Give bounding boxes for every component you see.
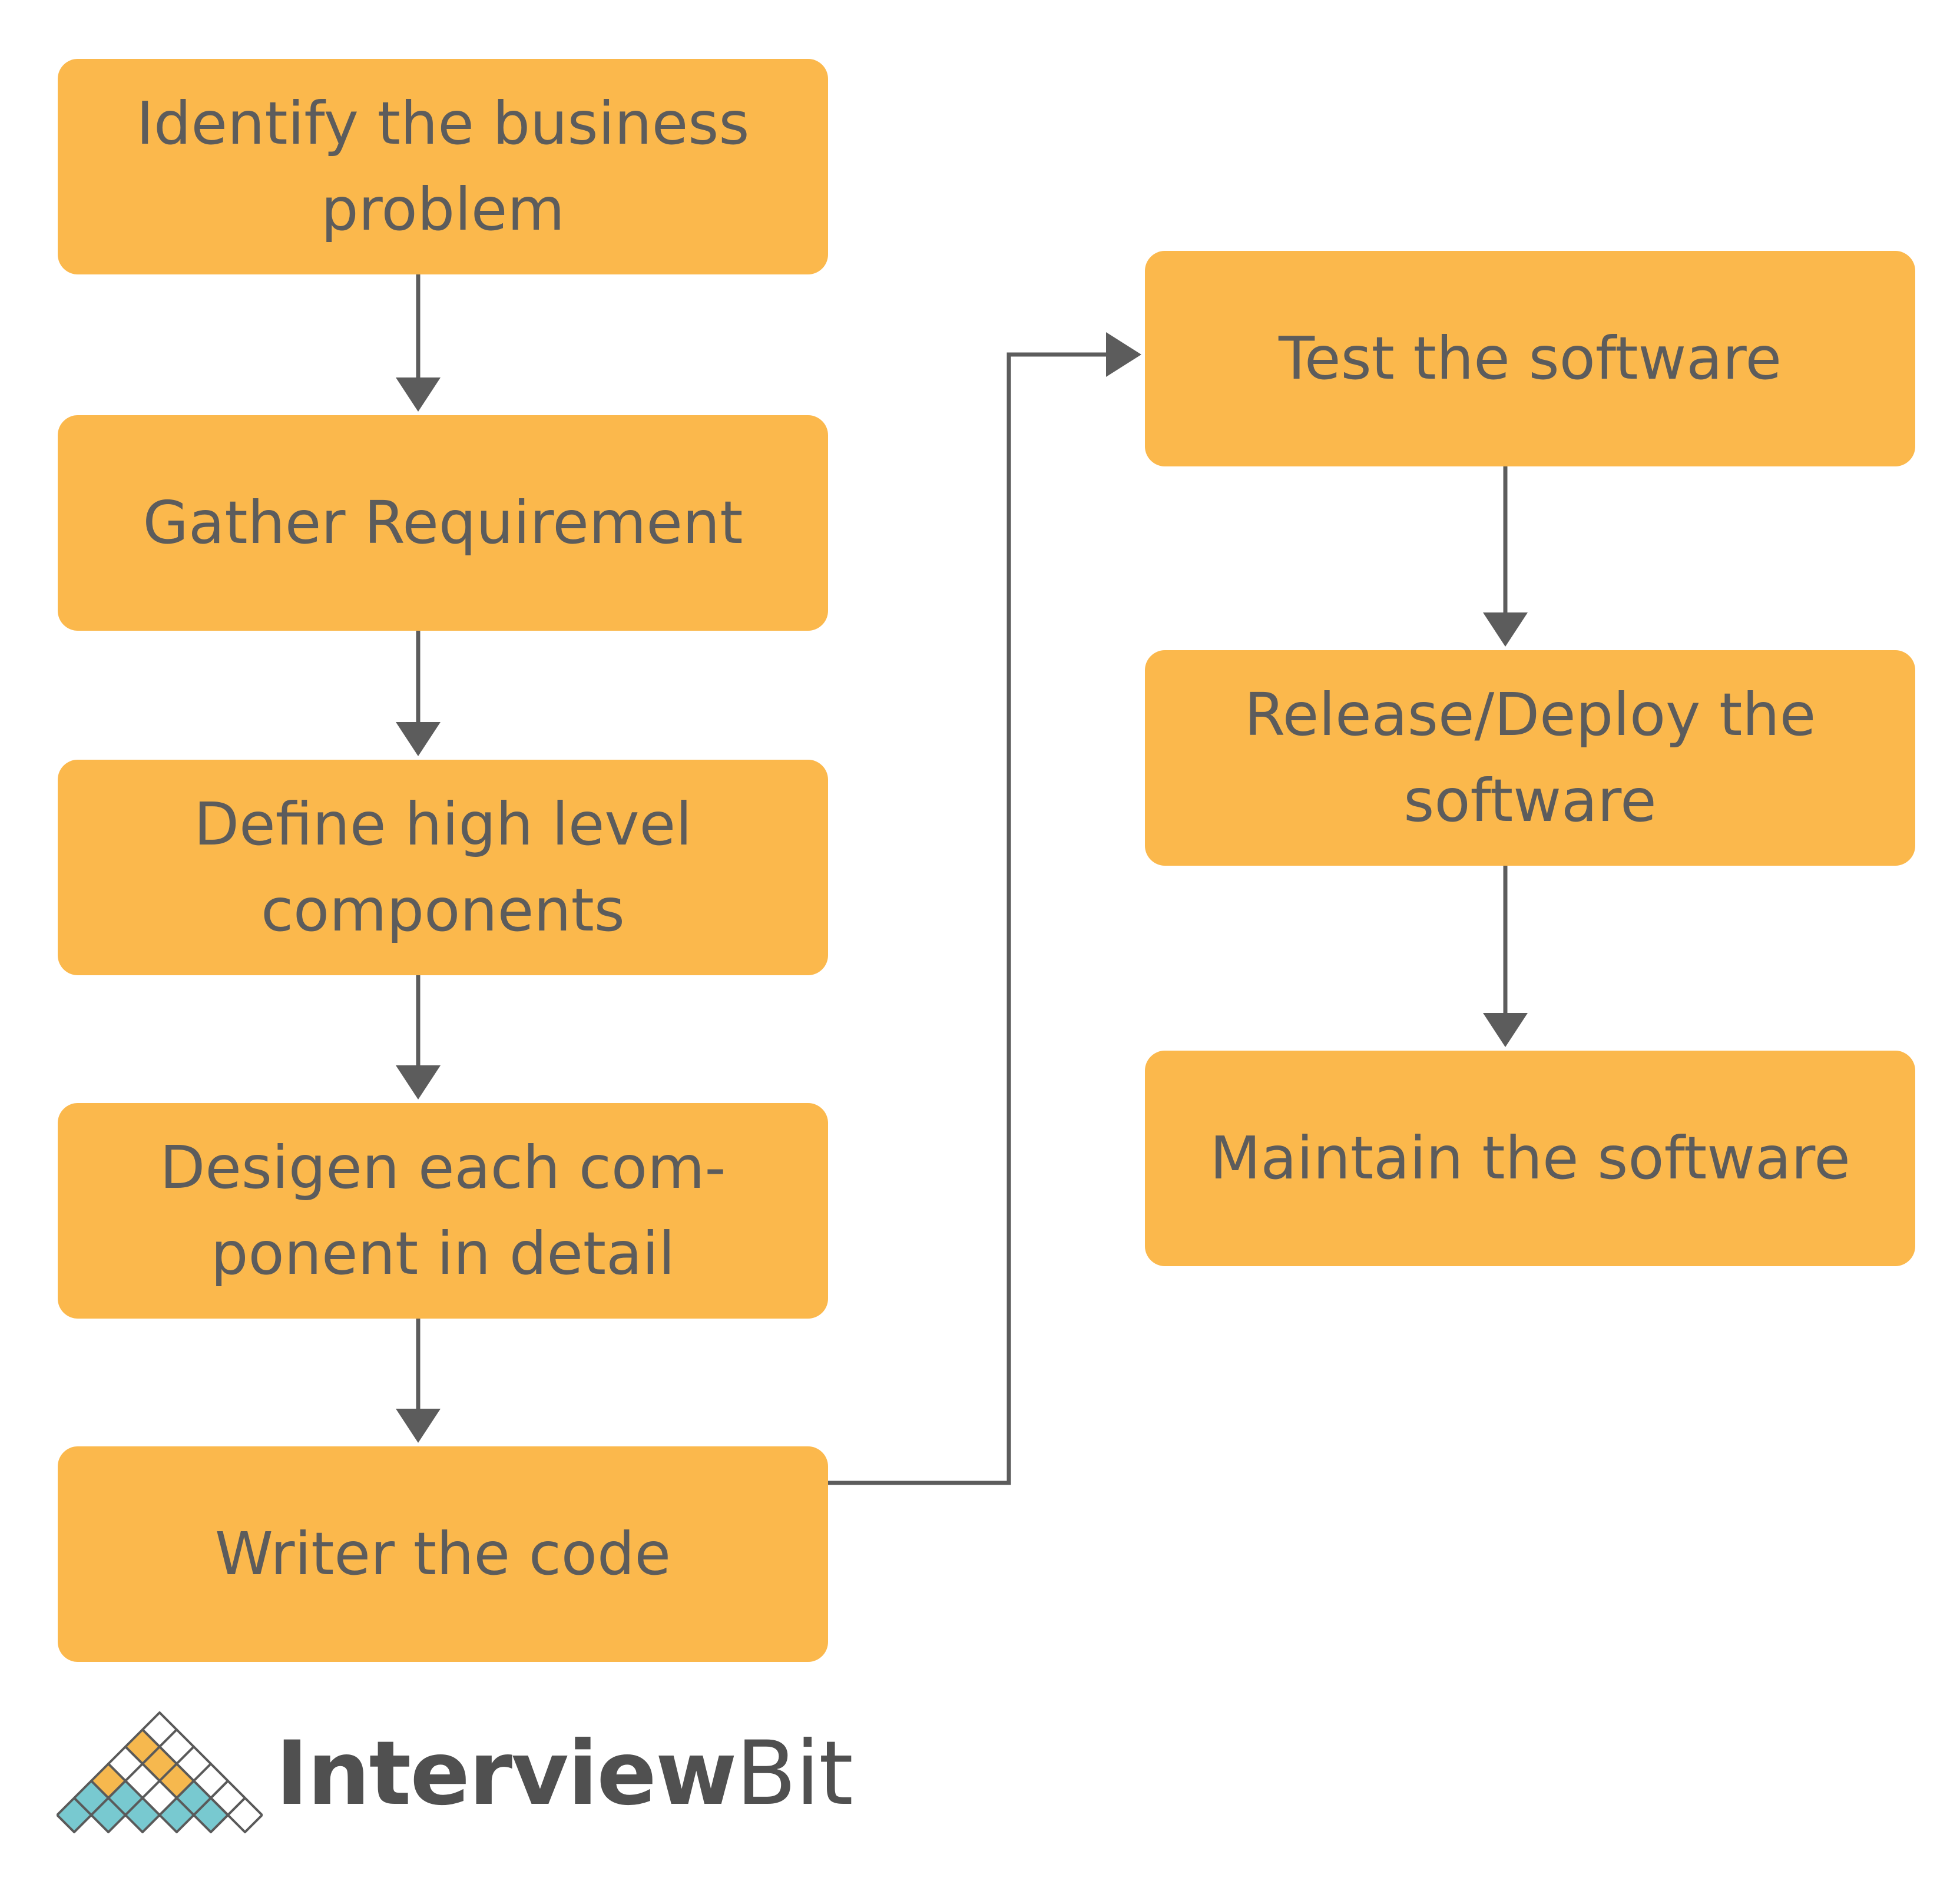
brand-name-strong: Interview	[276, 1723, 737, 1825]
step-label: Writer the code	[215, 1519, 671, 1588]
step-label: Maintain the software	[1210, 1124, 1850, 1193]
step-label: Gather Requirement	[143, 488, 743, 557]
step-gather-requirement: Gather Requirement	[58, 415, 828, 631]
step-label: Define high level components	[194, 790, 692, 945]
step-maintain-software: Maintain the software	[1145, 1051, 1915, 1266]
step-test-software: Test the software	[1145, 251, 1915, 466]
arrowhead-release	[1483, 612, 1528, 647]
step-label: Test the software	[1278, 324, 1782, 393]
brand-name: InterviewBit	[276, 1721, 853, 1827]
brand-name-light: Bit	[736, 1723, 853, 1825]
step-label: Desigen each com- ponent in detail	[160, 1133, 726, 1288]
arrowhead-define	[396, 722, 441, 756]
arrowhead-maintain	[1483, 1013, 1528, 1047]
step-define-components: Define high level components	[58, 760, 828, 975]
arrowhead-gather	[396, 377, 441, 412]
step-identify-business-problem: Identify the business problem	[58, 59, 828, 274]
step-write-code: Writer the code	[58, 1446, 828, 1662]
diamond-grid-icon	[57, 1711, 263, 1833]
step-release-deploy: Release/Deploy the software	[1145, 650, 1915, 866]
step-label: Release/Deploy the software	[1244, 680, 1816, 835]
arrowhead-test	[1106, 332, 1141, 377]
arrowhead-design	[396, 1065, 441, 1100]
arrowhead-write	[396, 1409, 441, 1443]
interviewbit-brand: InterviewBit	[57, 1708, 853, 1837]
connector-write-to-test	[828, 352, 1110, 1485]
step-label: Identify the business problem	[136, 89, 750, 244]
step-design-components: Desigen each com- ponent in detail	[58, 1103, 828, 1319]
